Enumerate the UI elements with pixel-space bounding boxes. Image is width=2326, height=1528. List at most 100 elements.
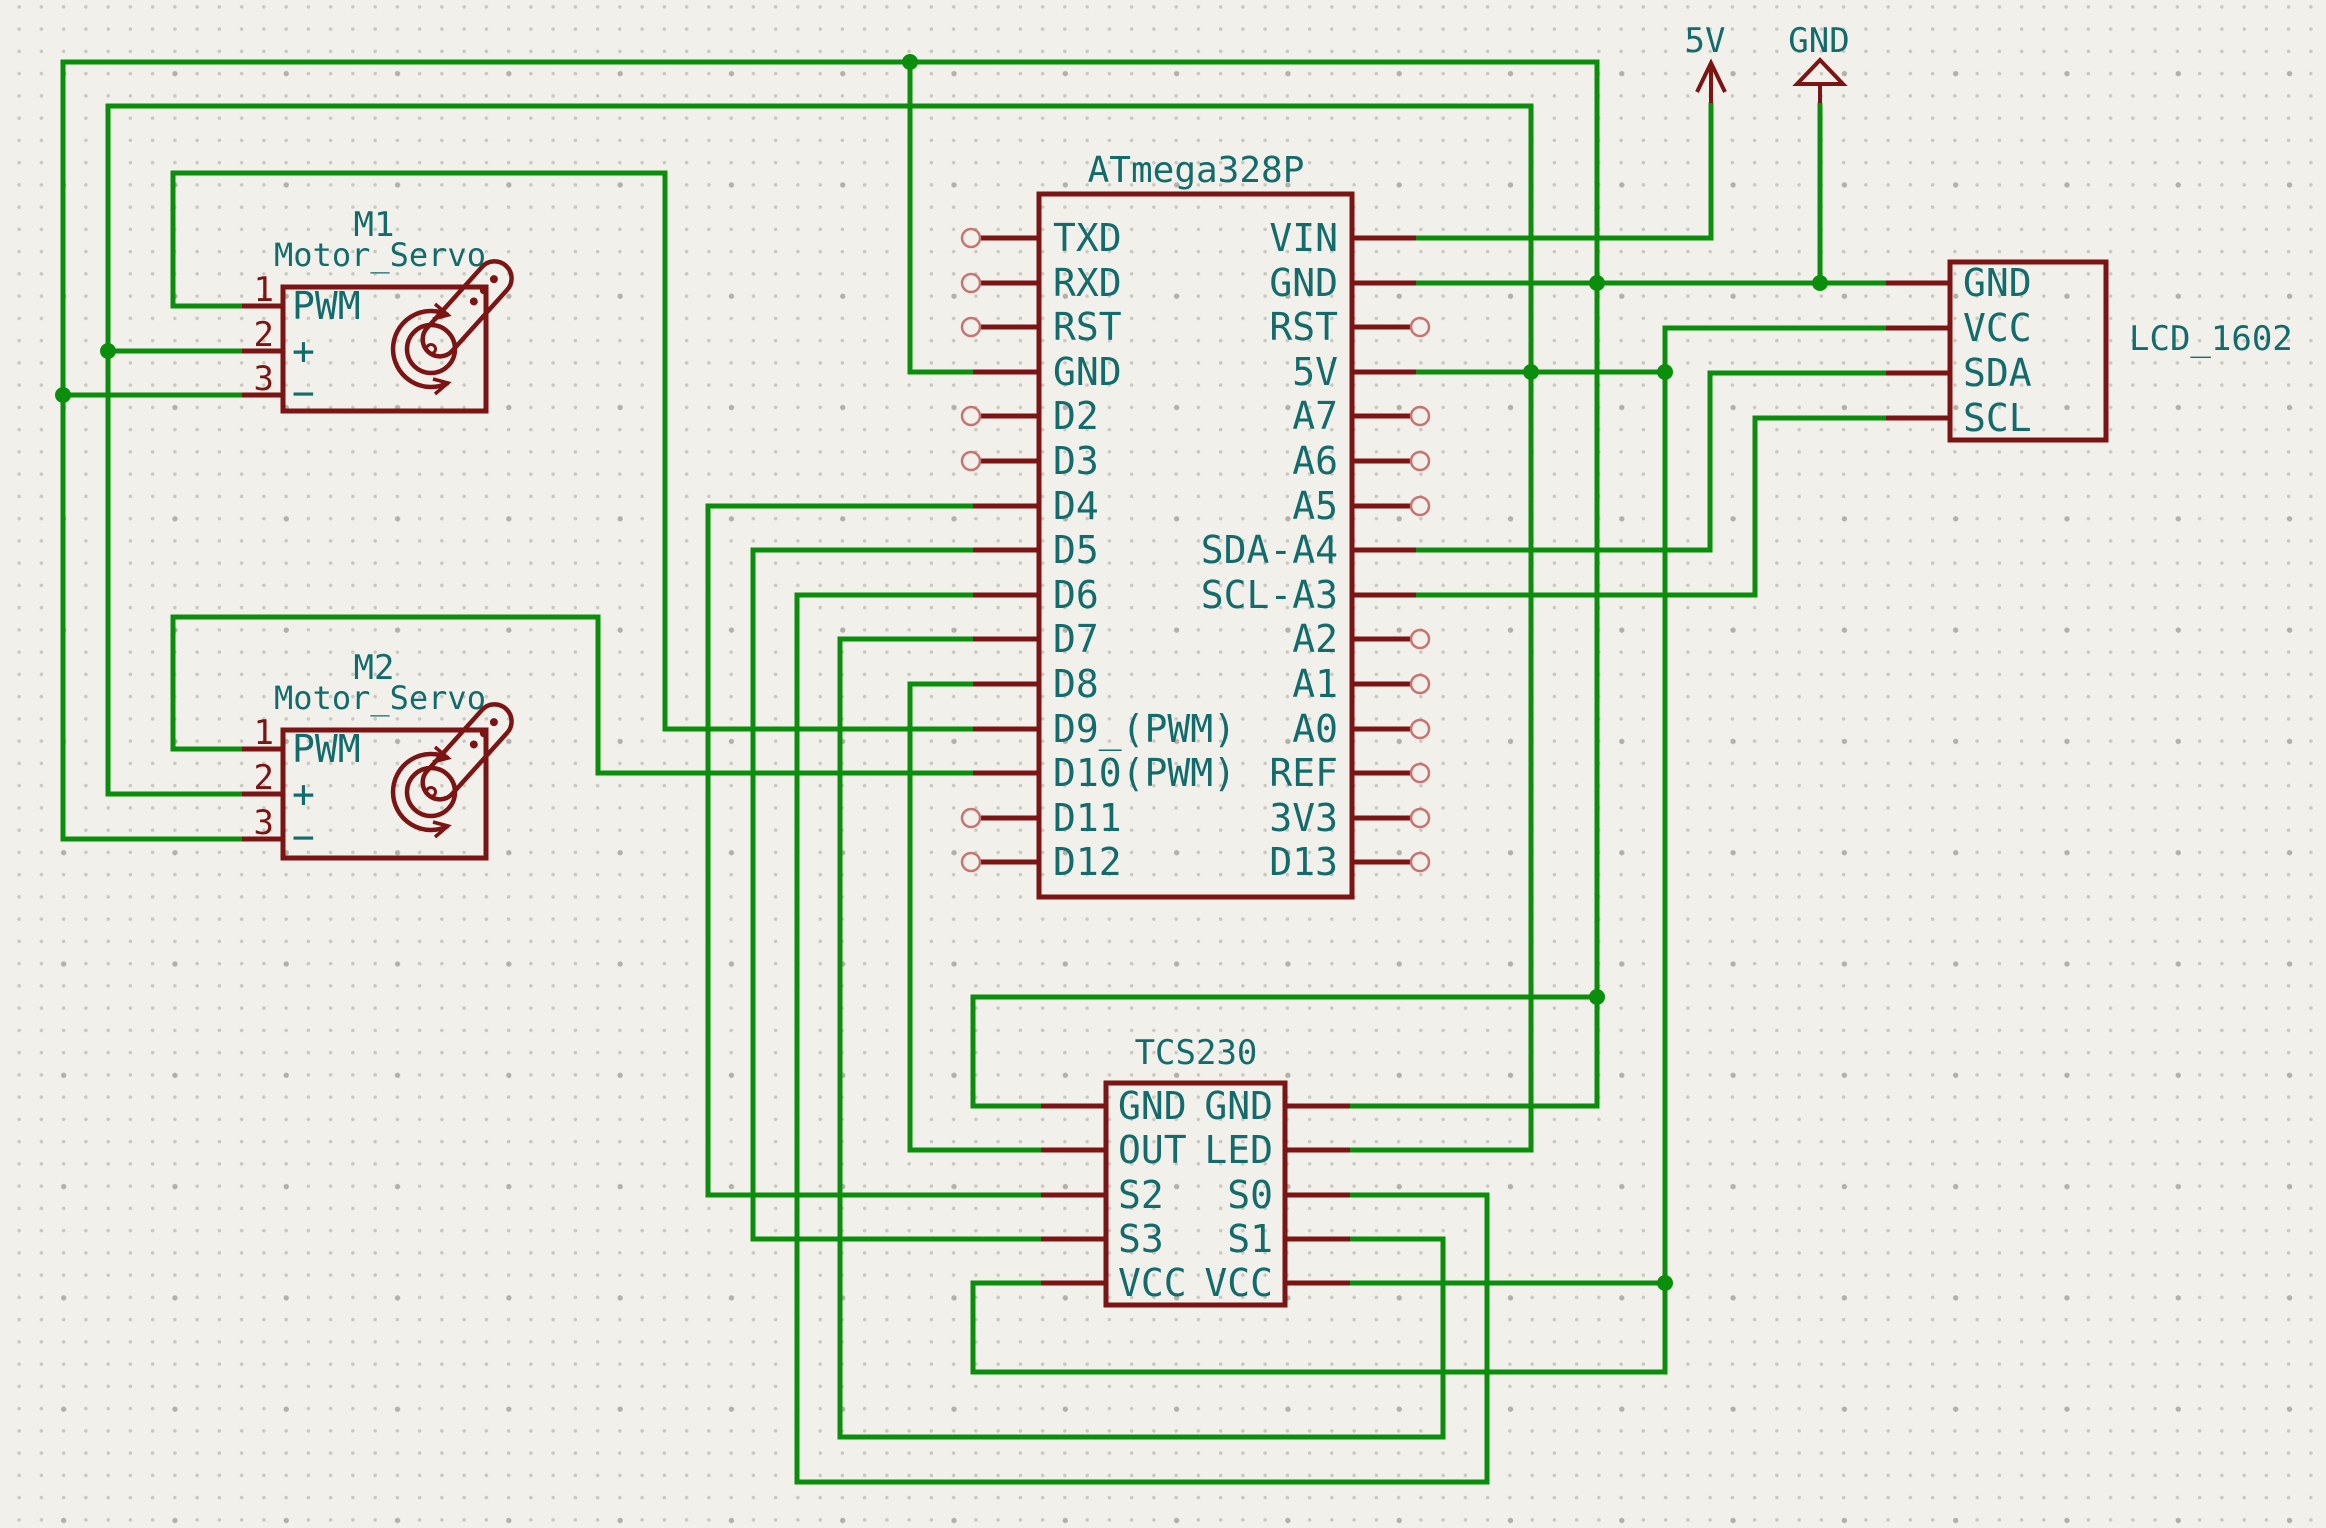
power-ground-icon bbox=[1792, 57, 1848, 103]
tcs-pins bbox=[1041, 1103, 1350, 1286]
pin-label: D4 bbox=[1053, 484, 1099, 528]
pin-label: SCL bbox=[1963, 396, 2032, 440]
lcd-body[interactable] bbox=[1947, 259, 2109, 443]
junction-dot bbox=[55, 387, 71, 403]
tcs-title: TCS230 bbox=[1135, 1033, 1258, 1073]
pin-number: 1 bbox=[254, 713, 274, 753]
pin-label: − bbox=[292, 815, 315, 859]
pin-label: SDA bbox=[1963, 351, 2032, 395]
pin-label: D3 bbox=[1053, 439, 1099, 483]
pin-label: D6 bbox=[1053, 573, 1099, 617]
wire-gnd-mcu-left[interactable] bbox=[907, 59, 976, 375]
pin-label: PWM bbox=[292, 727, 361, 771]
pin-label: LED bbox=[1204, 1128, 1273, 1172]
mcu-title: ATmega328P bbox=[1088, 150, 1305, 191]
pin-label: D8 bbox=[1053, 662, 1099, 706]
power-label-gnd: GND bbox=[1788, 21, 1849, 61]
junction-dot bbox=[100, 343, 116, 359]
wire-sda[interactable] bbox=[1413, 370, 1889, 553]
pin-label: GND bbox=[1963, 261, 2032, 305]
pin-label: VCC bbox=[1204, 1261, 1273, 1305]
pin-label: VCC bbox=[1118, 1261, 1187, 1305]
pin-label: OUT bbox=[1118, 1128, 1187, 1172]
pin-label: D5 bbox=[1053, 528, 1099, 572]
pin-label: A5 bbox=[1292, 484, 1338, 528]
power-label-5v: 5V bbox=[1685, 21, 1726, 61]
wire-d5-s3[interactable] bbox=[750, 547, 1044, 1242]
servo-pins bbox=[242, 746, 283, 842]
pin-label: RST bbox=[1053, 305, 1122, 349]
pin-label: GND bbox=[1053, 350, 1122, 394]
pin-number: 2 bbox=[254, 758, 274, 798]
pin-label: VIN bbox=[1269, 216, 1338, 260]
pin-label: GND bbox=[1118, 1084, 1187, 1128]
mcu-body[interactable] bbox=[1036, 191, 1355, 900]
pin-label: PWM bbox=[292, 284, 361, 328]
junction-dot bbox=[1812, 275, 1828, 291]
wire-m2-pwm-d10[interactable] bbox=[170, 614, 976, 776]
wire-5v-tcs-vcc-left[interactable] bbox=[970, 325, 1668, 1375]
pin-label: GND bbox=[1204, 1084, 1273, 1128]
value: Motor_Servo bbox=[274, 236, 486, 274]
pin-label: 5V bbox=[1292, 350, 1338, 394]
component-servo-m1[interactable]: M1 Motor_Servo 1 2 3 PWM + − bbox=[242, 205, 519, 415]
servo-motor-icon bbox=[390, 259, 514, 396]
power-arrow-icon bbox=[1695, 58, 1727, 103]
pin-label: GND bbox=[1269, 261, 1338, 305]
junction-dot bbox=[1589, 275, 1605, 291]
mcu-right-pins bbox=[1352, 235, 1431, 873]
pin-label: D10(PWM) bbox=[1053, 751, 1236, 795]
servo-pins bbox=[242, 303, 283, 398]
wire-gnd-tcs-left[interactable] bbox=[970, 994, 1600, 1109]
pin-label: + bbox=[292, 772, 315, 816]
servo-motor-icon bbox=[390, 702, 514, 839]
pin-label: + bbox=[292, 329, 315, 373]
wire-m1-pwm-d9[interactable] bbox=[170, 170, 976, 732]
wire-gnd-right-vertical[interactable] bbox=[1347, 59, 1600, 1109]
junction-dots bbox=[55, 54, 1828, 1291]
wire-vin-5v[interactable] bbox=[1413, 102, 1714, 241]
pin-number: 3 bbox=[254, 359, 274, 399]
pin-label: S2 bbox=[1118, 1173, 1164, 1217]
component-servo-m2[interactable]: M2 Motor_Servo 1 2 3 PWM + − bbox=[242, 648, 519, 861]
pin-number: 1 bbox=[254, 270, 274, 310]
pin-label: A2 bbox=[1292, 617, 1338, 661]
pin-label: D9_(PWM) bbox=[1053, 707, 1236, 752]
pin-label: D13 bbox=[1269, 840, 1338, 884]
pin-number: 3 bbox=[254, 803, 274, 843]
pin-label: A1 bbox=[1292, 662, 1338, 706]
reference: M1 bbox=[354, 205, 395, 245]
pin-label: SCL-A3 bbox=[1201, 573, 1338, 617]
power-symbol-gnd[interactable]: GND bbox=[1788, 21, 1850, 103]
pin-label: A6 bbox=[1292, 439, 1338, 483]
wire-d8-out[interactable] bbox=[907, 681, 1044, 1153]
junction-dot bbox=[1657, 1275, 1673, 1291]
pin-label: S3 bbox=[1118, 1217, 1164, 1261]
lcd-pins bbox=[1886, 280, 1950, 421]
pin-label: RST bbox=[1269, 305, 1338, 349]
pin-label: REF bbox=[1269, 751, 1338, 795]
junction-dot bbox=[1657, 364, 1673, 380]
lcd-value: LCD_1602 bbox=[2129, 319, 2293, 359]
wire-d6-s0[interactable] bbox=[794, 592, 1490, 1485]
reference: M2 bbox=[354, 648, 395, 688]
power-symbol-5v[interactable]: 5V bbox=[1685, 21, 1727, 103]
pin-label: A0 bbox=[1292, 707, 1338, 751]
wire-5v-tcs-led[interactable] bbox=[1347, 103, 1534, 1153]
pin-label: S1 bbox=[1227, 1217, 1273, 1261]
pin-label: SDA-A4 bbox=[1201, 528, 1338, 572]
component-lcd1602[interactable]: GND VCC SDA SCL LCD_1602 bbox=[1886, 259, 2293, 443]
wire-d4-s2[interactable] bbox=[705, 503, 1044, 1198]
junction-dot bbox=[1589, 989, 1605, 1005]
mcu-left-pins bbox=[960, 227, 1039, 873]
component-atmega328p[interactable]: ATmega328P bbox=[960, 150, 1431, 900]
junction-dot bbox=[1523, 364, 1539, 380]
pin-number: 2 bbox=[254, 315, 274, 355]
component-tcs230[interactable]: TCS230 GND OUT S2 S3 VCC GND LED S0 S1 V… bbox=[1041, 1033, 1350, 1308]
pin-label: − bbox=[292, 371, 315, 415]
wire-scl[interactable] bbox=[1413, 415, 1889, 598]
wire-d7-s1[interactable] bbox=[837, 636, 1446, 1440]
pin-label: S0 bbox=[1227, 1173, 1273, 1217]
